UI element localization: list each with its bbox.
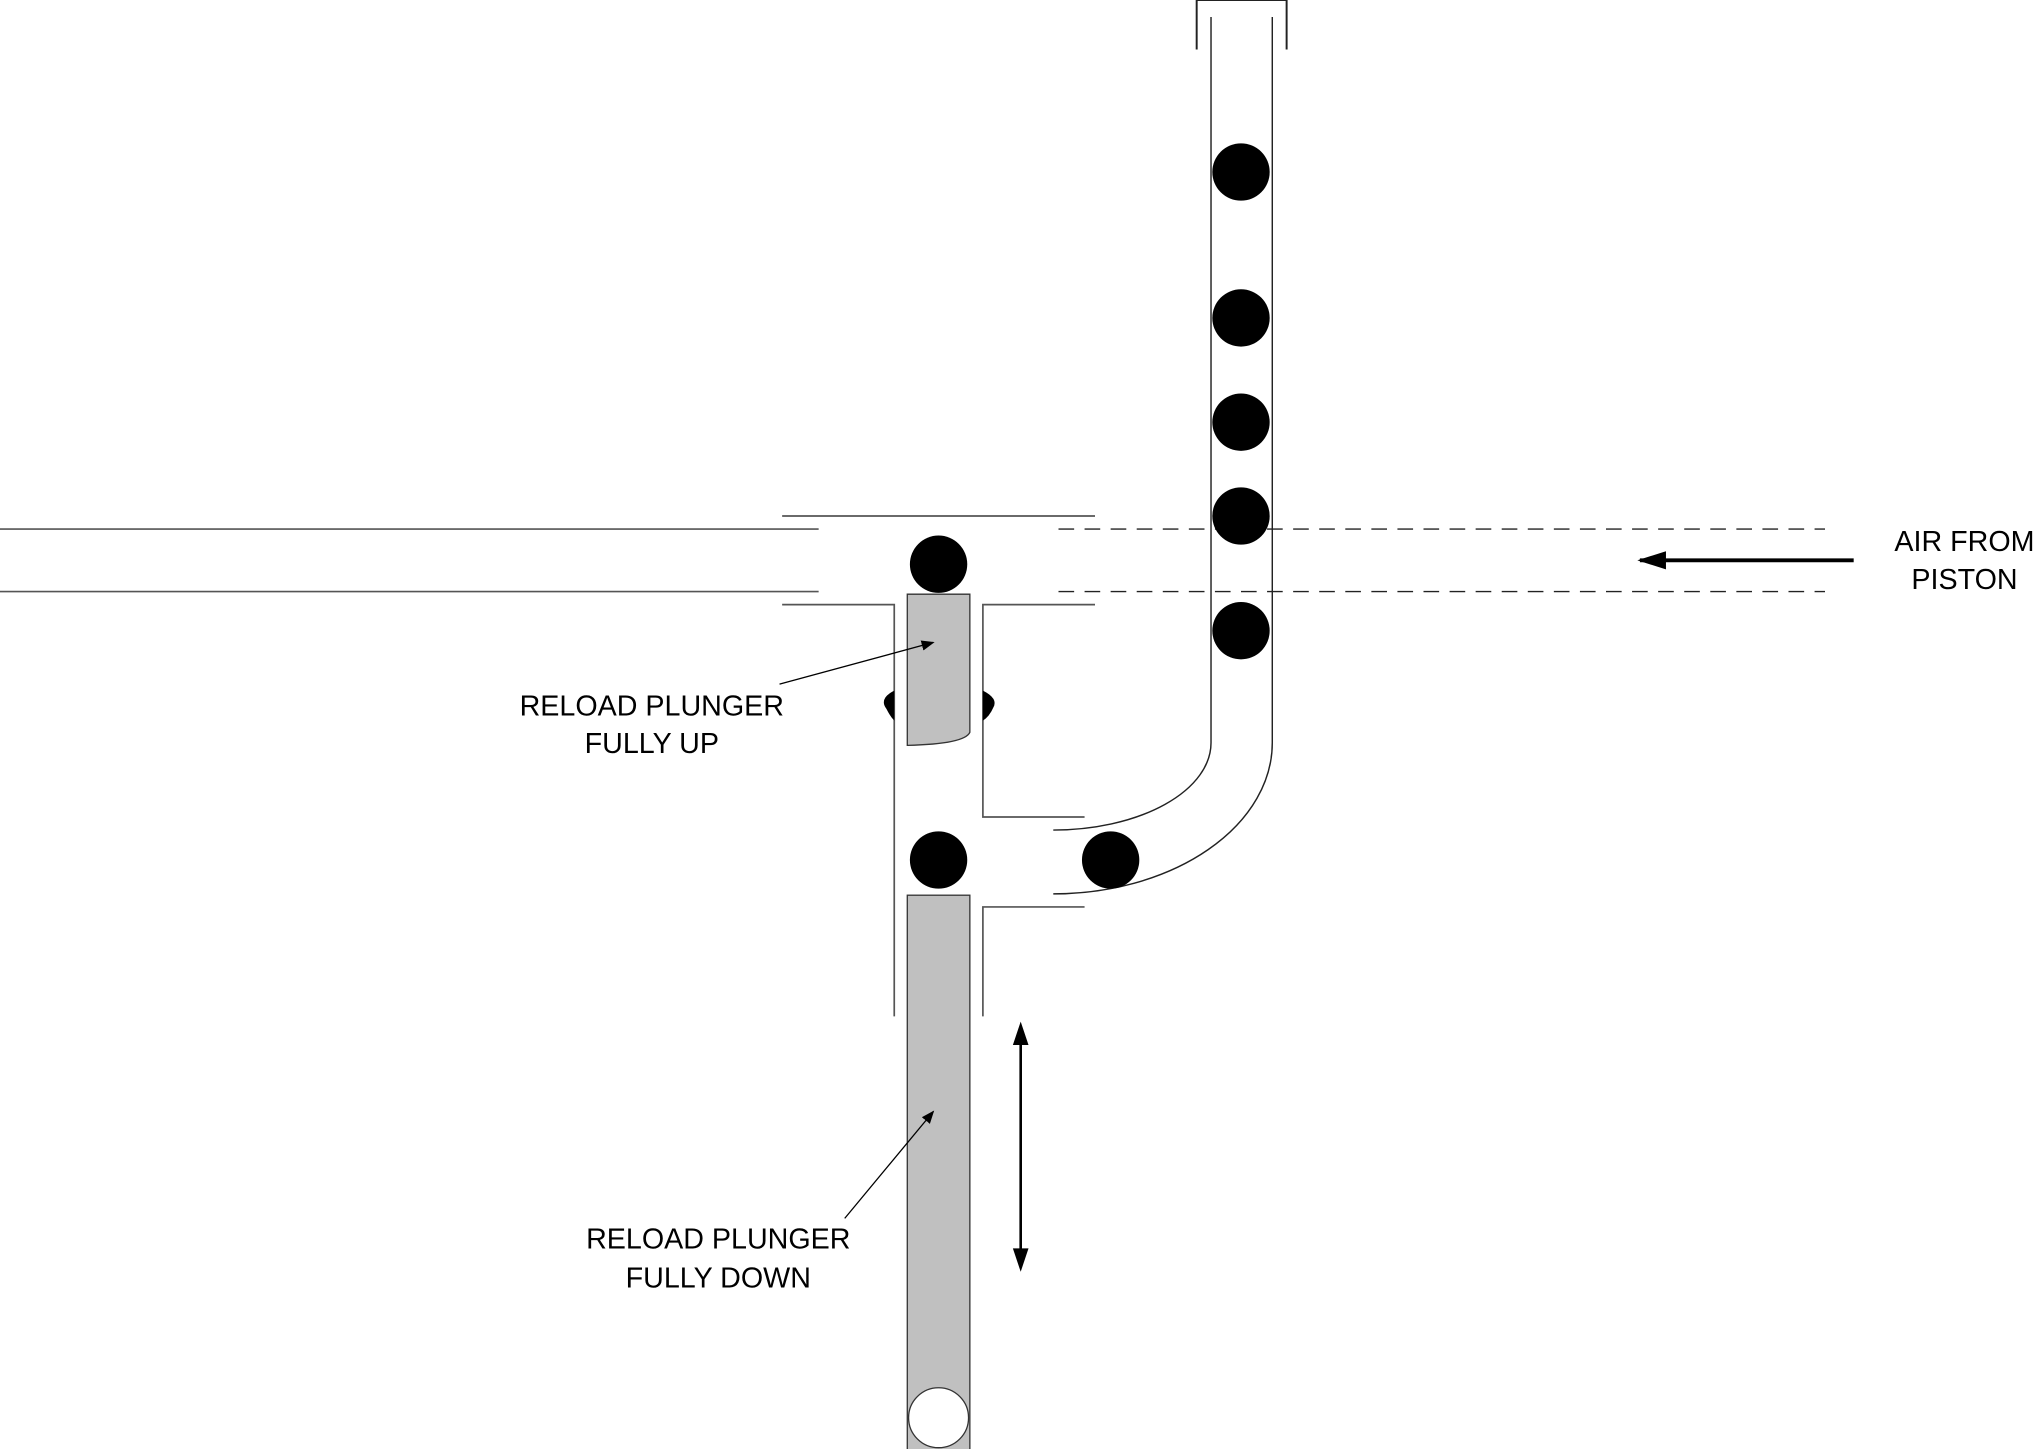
leader-line-up [779, 640, 935, 685]
ball [1212, 143, 1270, 201]
ball [1212, 393, 1270, 451]
plunger-up-label-line1: RELOAD PLUNGER [520, 690, 784, 722]
plunger-travel-arrowhead-bottom [1012, 1248, 1029, 1272]
detent-right [982, 690, 995, 721]
feed-tube-inner-wall [1053, 16, 1212, 831]
ball [1212, 289, 1270, 347]
air-label-line2: PISTON [1911, 564, 2017, 596]
ball [1212, 487, 1270, 545]
plunger-pivot-circle [907, 1387, 970, 1449]
reload-plunger-down [906, 894, 971, 1449]
air-label-line1: AIR FROM [1894, 526, 2034, 558]
leader-line-down [844, 1110, 935, 1219]
junction-left-wall [782, 603, 896, 1017]
ball [1212, 602, 1270, 660]
reload-plunger-up [906, 593, 971, 747]
feed-tube-cap [1195, 0, 1288, 50]
feed-tube-outer-wall [1053, 16, 1274, 895]
detent-left [883, 690, 895, 721]
balls [909, 143, 1270, 889]
junction-right-upper-wall [982, 603, 1095, 818]
ball [909, 535, 968, 593]
junction-right-lower-wall [982, 906, 1085, 1017]
plunger-up-label-line2: FULLY UP [585, 728, 719, 760]
ball [1081, 831, 1140, 889]
ball [909, 831, 968, 889]
plunger-down-label-line2: FULLY DOWN [626, 1262, 811, 1294]
plunger-travel-arrowhead-top [1012, 1021, 1029, 1046]
plunger-down-label-line1: RELOAD PLUNGER [586, 1223, 850, 1255]
